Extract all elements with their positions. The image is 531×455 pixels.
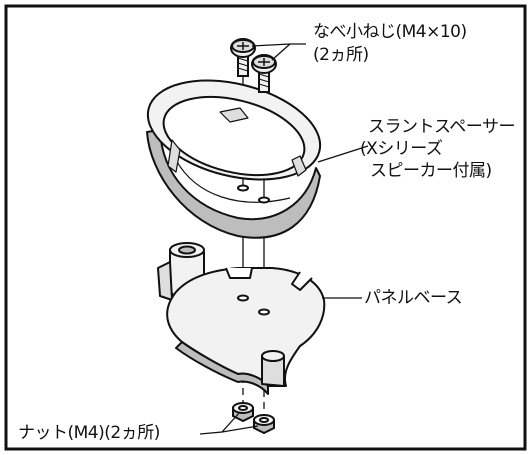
nut-label: ナット(M4)(2ヵ所) [18,423,160,443]
leader-lines [199,43,369,435]
screw-label-line1: なべ小ねじ(M4×10) [313,22,467,42]
spacer-label-line3: スピーカー付属) [370,161,492,181]
slant-spacer-part [146,79,322,239]
nut-right [253,414,275,435]
nut-left [232,402,254,423]
panel-base-part [157,242,326,395]
screw-label-line2: (2ヵ所) [313,45,369,65]
panel-base-label: パネルベース [364,288,463,308]
pan-head-screw-left [230,38,256,77]
spacer-label-line1: スラントスペーサー [368,117,515,137]
spacer-label-line2: (Xシリーズ [360,139,443,159]
pan-head-screw-right [251,54,277,93]
